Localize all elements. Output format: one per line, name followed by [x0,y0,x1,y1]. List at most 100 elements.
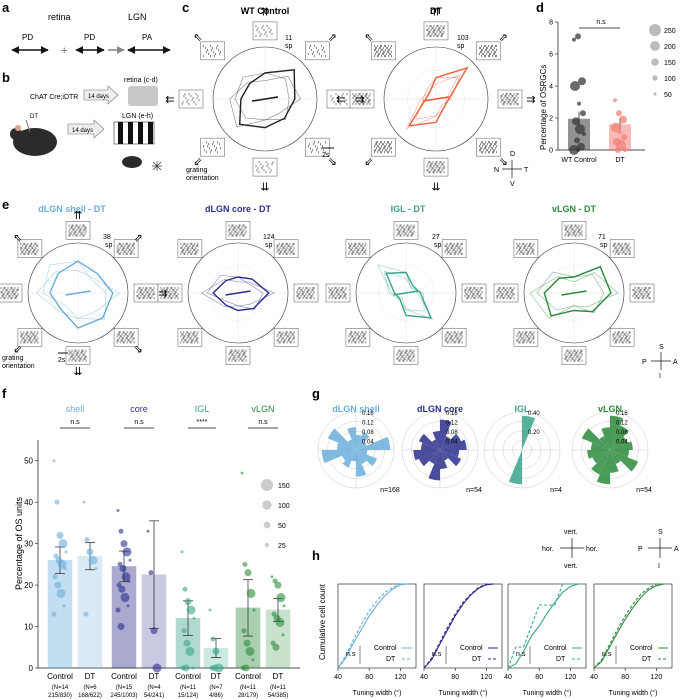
f-group-label-0: shell [66,404,85,414]
h-legend-dt-0: DT [386,656,396,663]
compass-spai-e: S I P A [642,344,678,380]
g-title-3: vLGN [598,404,622,414]
f-point [122,547,132,557]
g-petal [431,439,440,450]
g-petal [610,436,628,450]
wt-direction-arrow-icon-6: ⇇ [165,93,174,106]
g-n-label-2: n=4 [550,487,562,494]
scale-vlgn: 71 [598,234,606,241]
wt-direction-arrow-icon-4: ⇊ [260,180,269,193]
f-n-label-3: (N=4 [147,685,161,691]
f-point [208,608,212,612]
d-point [616,110,622,117]
g-petal [342,450,356,468]
raster-wt-raster-2 [178,89,204,109]
panel-letter-a: a [2,0,10,15]
shell-direction-arrow-icon-4: ⇊ [73,365,82,378]
dt-scale-unit: sp [457,43,465,50]
shell-direction-arrow-icon-7: ⇖ [13,232,22,245]
f-point [245,646,255,656]
g-petal [592,450,610,464]
polar-e-0-trace-1 [36,270,121,320]
h-curve-control-1 [423,583,495,669]
f-ytick-label: 10 [24,623,33,632]
f-size-legend-dot [263,521,271,529]
wt-direction-arrow-icon-5: ⇙ [193,155,202,168]
g-petal [418,433,440,450]
panel-letter-d: d [536,0,544,15]
svg-text:I: I [659,373,661,380]
raster-panels-c: ⇈⇗⇉⇘⇊⇙⇇⇖⇈⇗⇉⇘⇊⇙⇇⇖ [165,6,535,194]
xlabel-wt-control: WT Control [561,157,597,164]
f-point [52,459,56,463]
d-point [572,117,580,126]
dt-scale-value: 103 [457,35,469,42]
g-petal [440,450,448,470]
raster-e-0-raster-0 [65,221,91,240]
g-petal [440,436,451,450]
g-petal [610,450,639,472]
f-size-legend-dot [261,479,273,491]
f-point [58,539,68,549]
f-n-label-5: (N=7 [209,685,223,691]
mouse-viewing-icon [122,156,142,168]
h-legend-control-2: Control [544,645,567,652]
h-xtick-label: 80 [365,674,373,681]
f-bar-2 [111,566,137,669]
d-size-legend-dot [652,75,658,81]
f-n-count-4: 15/124) [178,693,198,699]
raster-wt-raster-1 [200,41,225,61]
g-petal [610,450,630,458]
f-ytick-label: 0 [29,664,34,673]
f-group-label-1: core [130,404,148,414]
g-petal [356,436,391,450]
panel-letter-b: b [2,70,10,85]
f-point [270,575,274,579]
g-petal [522,415,536,450]
f-n-count-1: 168/622) [78,693,102,699]
h-xtick-label: 40 [334,674,342,681]
f-point [244,569,252,577]
title-igl-dt: IGL - DT [391,204,426,214]
g-petal [342,450,356,461]
g-petal [587,450,610,459]
d-point [582,132,586,136]
h-ns-label-2: n.s [516,651,526,658]
f-point [86,548,94,556]
shell-direction-arrow-icon-5: ⇙ [13,342,22,355]
polar-e-3-trace-1 [529,272,619,319]
f-bar-label-5: DT [211,672,222,681]
scale-core: 124 [263,234,275,241]
title-vlgn-dt: vLGN - DT [552,204,597,214]
wt-scale-value: 11 [285,35,292,42]
g-n-label-1: n=54 [466,487,482,494]
f-ytick-label: 30 [24,540,33,549]
f-sig-label-0: n.s [70,419,80,426]
f-n-count-2: 245/1003) [110,693,137,699]
h-xtick-label: 40 [590,674,598,681]
h-xtick-label: 120 [481,674,493,681]
f-bar-label-7: DT [273,672,284,681]
g-petal [356,450,368,455]
shell-direction-arrow-icon-2: ⇉ [158,287,167,300]
svg-text:D: D [510,151,515,158]
g-petal [581,428,610,450]
polar-e-0-trace-2 [42,260,107,320]
d-point [580,110,586,117]
h-xtick-label: 80 [535,674,543,681]
raster-wt-raster-0 [252,21,278,41]
d-size-legend-dot [649,24,661,36]
dt-direction-arrow-icon-4: ⇊ [431,180,440,193]
f-n-count-3: 54/241) [144,693,164,699]
svg-text:A: A [674,546,679,553]
panel-g: vert. vert. hor. hor. S I P A dLGN shell… [317,404,679,570]
f-n-count-5: 4/86) [209,693,223,699]
h-legend-control-1: Control [460,645,483,652]
g-petal [610,450,621,464]
label-pd-2: PD [84,33,95,42]
f-point [251,658,255,662]
f-point [282,604,286,608]
wt-control-title: WT Control [241,6,290,16]
